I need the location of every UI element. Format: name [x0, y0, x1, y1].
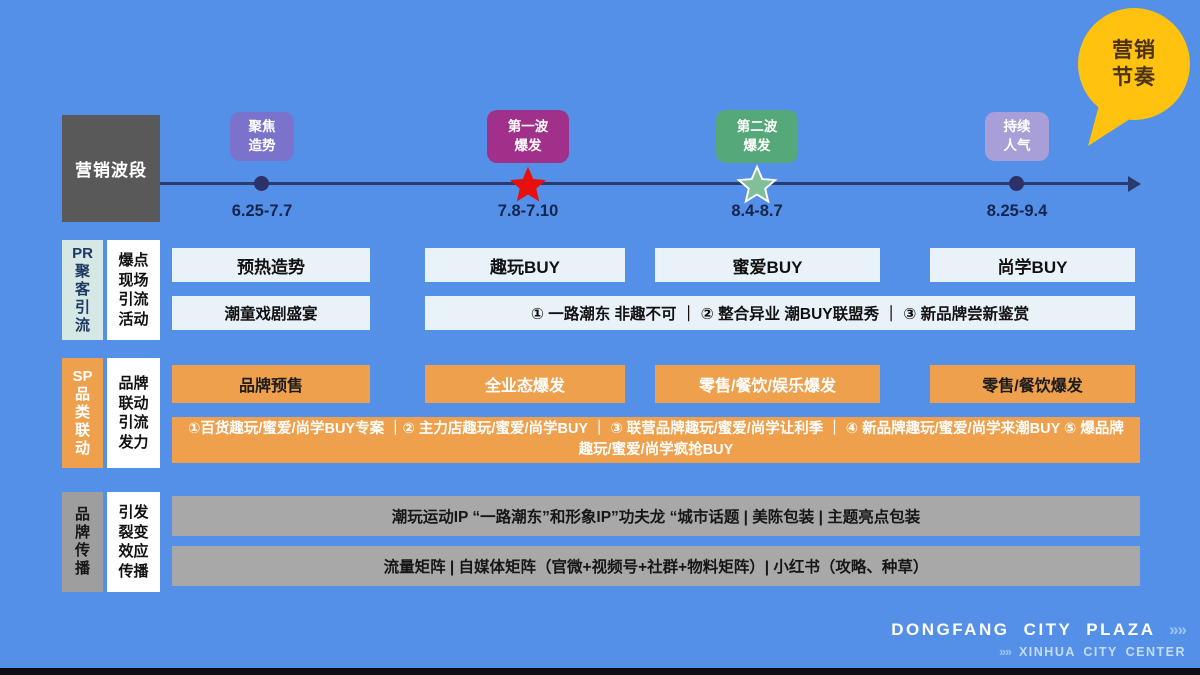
footer-branding: DONGFANG CITY PLAZA »» »» XINHUA CITY CE… — [891, 618, 1187, 661]
milestone-date: 8.4-8.7 — [731, 202, 783, 220]
milestone-date: 7.8-7.10 — [497, 202, 559, 220]
footer-center-name: »» XINHUA CITY CENTER — [891, 643, 1186, 661]
marketing-rhythm-bubble: 营销 节奏 — [1078, 8, 1190, 120]
pr-detail-left-box: 潮童戏剧盛宴 — [172, 296, 370, 330]
dot-marker-icon — [1009, 176, 1024, 191]
pr-phase2-box: 趣玩BUY — [425, 248, 625, 282]
badge-label: 第二波 爆发 — [736, 119, 778, 153]
pr-phase4-box: 尚学BUY — [930, 248, 1135, 282]
green-star-icon — [736, 164, 778, 206]
footer-plaza-text: DONGFANG CITY PLAZA — [891, 620, 1155, 639]
brand-ip-row: 潮玩运动IP “一路潮东”和形象IP”功夫龙 “城市话题 | 美陈包装 | 主题… — [172, 496, 1140, 536]
badge-label: 第一波 爆发 — [507, 119, 549, 153]
badge-label: 持续 人气 — [1003, 119, 1031, 153]
timeline-axis — [160, 182, 1132, 185]
pr-activity-text: 爆点 现场 引流 活动 — [118, 252, 149, 328]
sp-phase2-box: 全业态爆发 — [425, 365, 625, 403]
brand-category-label: 品 牌 传 播 — [62, 492, 103, 592]
sp-activity-text: 品牌 联动 引流 发力 — [118, 375, 149, 451]
brand-category-text: 品 牌 传 播 — [74, 506, 90, 577]
pr-category-label: PR 聚 客 引 流 — [62, 240, 103, 340]
sp-activity-label: 品牌 联动 引流 发力 — [107, 358, 160, 468]
pr-phase3-box: 蜜爱BUY — [655, 248, 880, 282]
footer-plaza-name: DONGFANG CITY PLAZA »» — [891, 618, 1187, 643]
sp-phase4-box: 零售/餐饮爆发 — [930, 365, 1135, 403]
bottom-bar — [0, 668, 1200, 675]
milestone-badge-wave1: 第一波 爆发 — [487, 110, 569, 163]
dot-marker-icon — [254, 176, 269, 191]
sp-phase1-box: 品牌预售 — [172, 365, 370, 403]
timeline-arrow-icon — [1128, 176, 1141, 192]
brand-activity-label: 引发 裂变 效应 传播 — [107, 492, 160, 592]
sp-category-label: SP 品 类 联 动 — [62, 358, 103, 468]
red-star-icon — [507, 164, 549, 206]
wave-band-label: 营销波段 — [75, 161, 147, 180]
footer-center-text: XINHUA CITY CENTER — [1018, 644, 1186, 659]
bubble-label: 营销 节奏 — [1112, 38, 1156, 89]
milestone-badge-wave2: 第二波 爆发 — [716, 110, 798, 163]
milestone-badge-sustain: 持续 人气 — [985, 112, 1049, 161]
chevron-right-icon: »» — [999, 644, 1012, 659]
badge-label: 聚焦 造势 — [248, 119, 276, 153]
sp-phase3-box: 零售/餐饮/娱乐爆发 — [655, 365, 880, 403]
milestone-date: 6.25-7.7 — [231, 202, 293, 220]
chevron-right-icon: »» — [1169, 620, 1187, 639]
pr-detail-right-box: ① 一路潮东 非趣不可 ｜ ② 整合异业 潮BUY联盟秀 ｜ ③ 新品牌尝新鉴赏 — [425, 296, 1135, 330]
sp-detail-box: ①百货趣玩/蜜爱/尚学BUY专案 ｜② 主力店趣玩/蜜爱/尚学BUY ｜ ③ 联… — [172, 417, 1140, 463]
wave-band-header: 营销波段 — [62, 115, 160, 222]
pr-phase1-box: 预热造势 — [172, 248, 370, 282]
sp-category-text: SP 品 类 联 动 — [72, 368, 93, 457]
pr-activity-label: 爆点 现场 引流 活动 — [107, 240, 160, 340]
brand-media-row: 流量矩阵 | 自媒体矩阵（官微+视频号+社群+物料矩阵）| 小红书（攻略、种草） — [172, 546, 1140, 586]
milestone-date: 8.25-9.4 — [986, 202, 1048, 220]
milestone-badge-focus: 聚焦 造势 — [230, 112, 294, 161]
brand-activity-text: 引发 裂变 效应 传播 — [118, 504, 149, 580]
pr-category-text: PR 聚 客 引 流 — [72, 245, 93, 334]
